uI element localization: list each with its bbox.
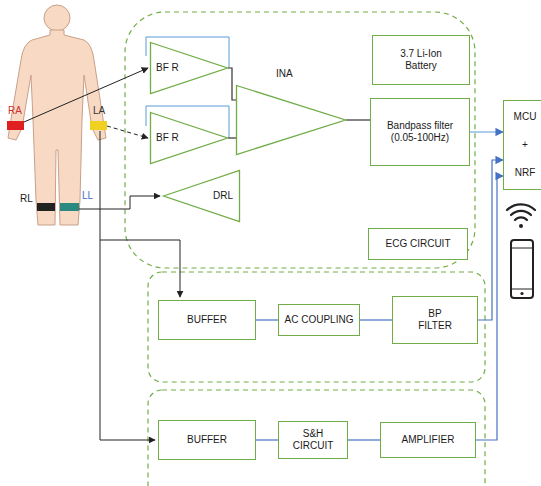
triangle-outline (236, 85, 346, 155)
filter-box: BP FILTER (392, 296, 478, 344)
node-text: AC COUPLING (285, 314, 354, 327)
instrumentation-amplifier: INA (236, 62, 346, 155)
node-text: AMPLIFIER (402, 434, 455, 447)
ecg-group (125, 12, 475, 268)
ll-electrode (60, 203, 79, 211)
node-text: BUFFER (187, 314, 227, 327)
coupling-box: AC COUPLING (278, 304, 360, 336)
circuit-label-box: ECG CIRCUIT (368, 228, 468, 260)
signal-connector (256, 319, 278, 320)
buffer-amplifier: BF R (150, 112, 228, 164)
triangle-shape (237, 86, 346, 155)
node-text: DRL (213, 190, 233, 203)
second-group (148, 272, 485, 382)
signal-connector (228, 68, 236, 100)
buffer-wire (100, 240, 180, 297)
signal-connector (346, 119, 370, 120)
node-text: S&H CIRCUIT (288, 428, 338, 453)
triangle-shape (151, 113, 228, 164)
drl-amplifier: DRL (163, 170, 240, 222)
electrode-label: RL (20, 193, 33, 205)
rl-electrode (37, 203, 55, 211)
ra-electrode (7, 121, 24, 130)
la-wire (107, 126, 148, 138)
human-figure (7, 5, 107, 225)
buffer-box: BUFFER (158, 420, 256, 460)
wireless-icon (507, 204, 535, 228)
battery-box: 3.7 Li-Ion Battery (372, 35, 470, 85)
buffer-wire (100, 131, 155, 440)
node-text: BF R (156, 62, 179, 75)
third-group (148, 390, 485, 486)
signal-connector (470, 131, 503, 132)
signal-connector (476, 176, 503, 440)
signal-connector (478, 160, 503, 320)
signal-connector (256, 439, 278, 440)
sample-hold-box: S&H CIRCUIT (278, 421, 348, 459)
node-text: Bandpass filter (0.05-100Hz) (376, 120, 464, 145)
node-text: MCU + NRF (512, 103, 538, 187)
node-text: BUFFER (187, 434, 227, 447)
node-text: 3.7 Li-Ion Battery (390, 48, 452, 73)
la-electrode (90, 121, 107, 130)
node-text: ECG CIRCUIT (386, 238, 451, 251)
buffer-box: BUFFER (158, 300, 256, 340)
node-text: BP FILTER (415, 308, 455, 333)
filter-box: Bandpass filter (0.05-100Hz) (370, 98, 470, 166)
electrode-label: LL (82, 190, 93, 202)
node-text: BF R (156, 132, 179, 145)
triangle-shape (151, 43, 228, 94)
signal-connector (360, 319, 392, 320)
electrode-label: LA (93, 105, 105, 117)
node-text: INA (276, 68, 293, 81)
phone-icon (511, 240, 533, 298)
amplifier-box: AMPLIFIER (380, 422, 476, 458)
ra-wire (24, 68, 148, 122)
buffer-amplifier: BF R (150, 42, 228, 94)
signal-connector (348, 439, 380, 440)
triangle-shape (164, 171, 240, 222)
mcu-box: MCU + NRF (503, 100, 541, 190)
electrode-label: RA (8, 105, 22, 117)
